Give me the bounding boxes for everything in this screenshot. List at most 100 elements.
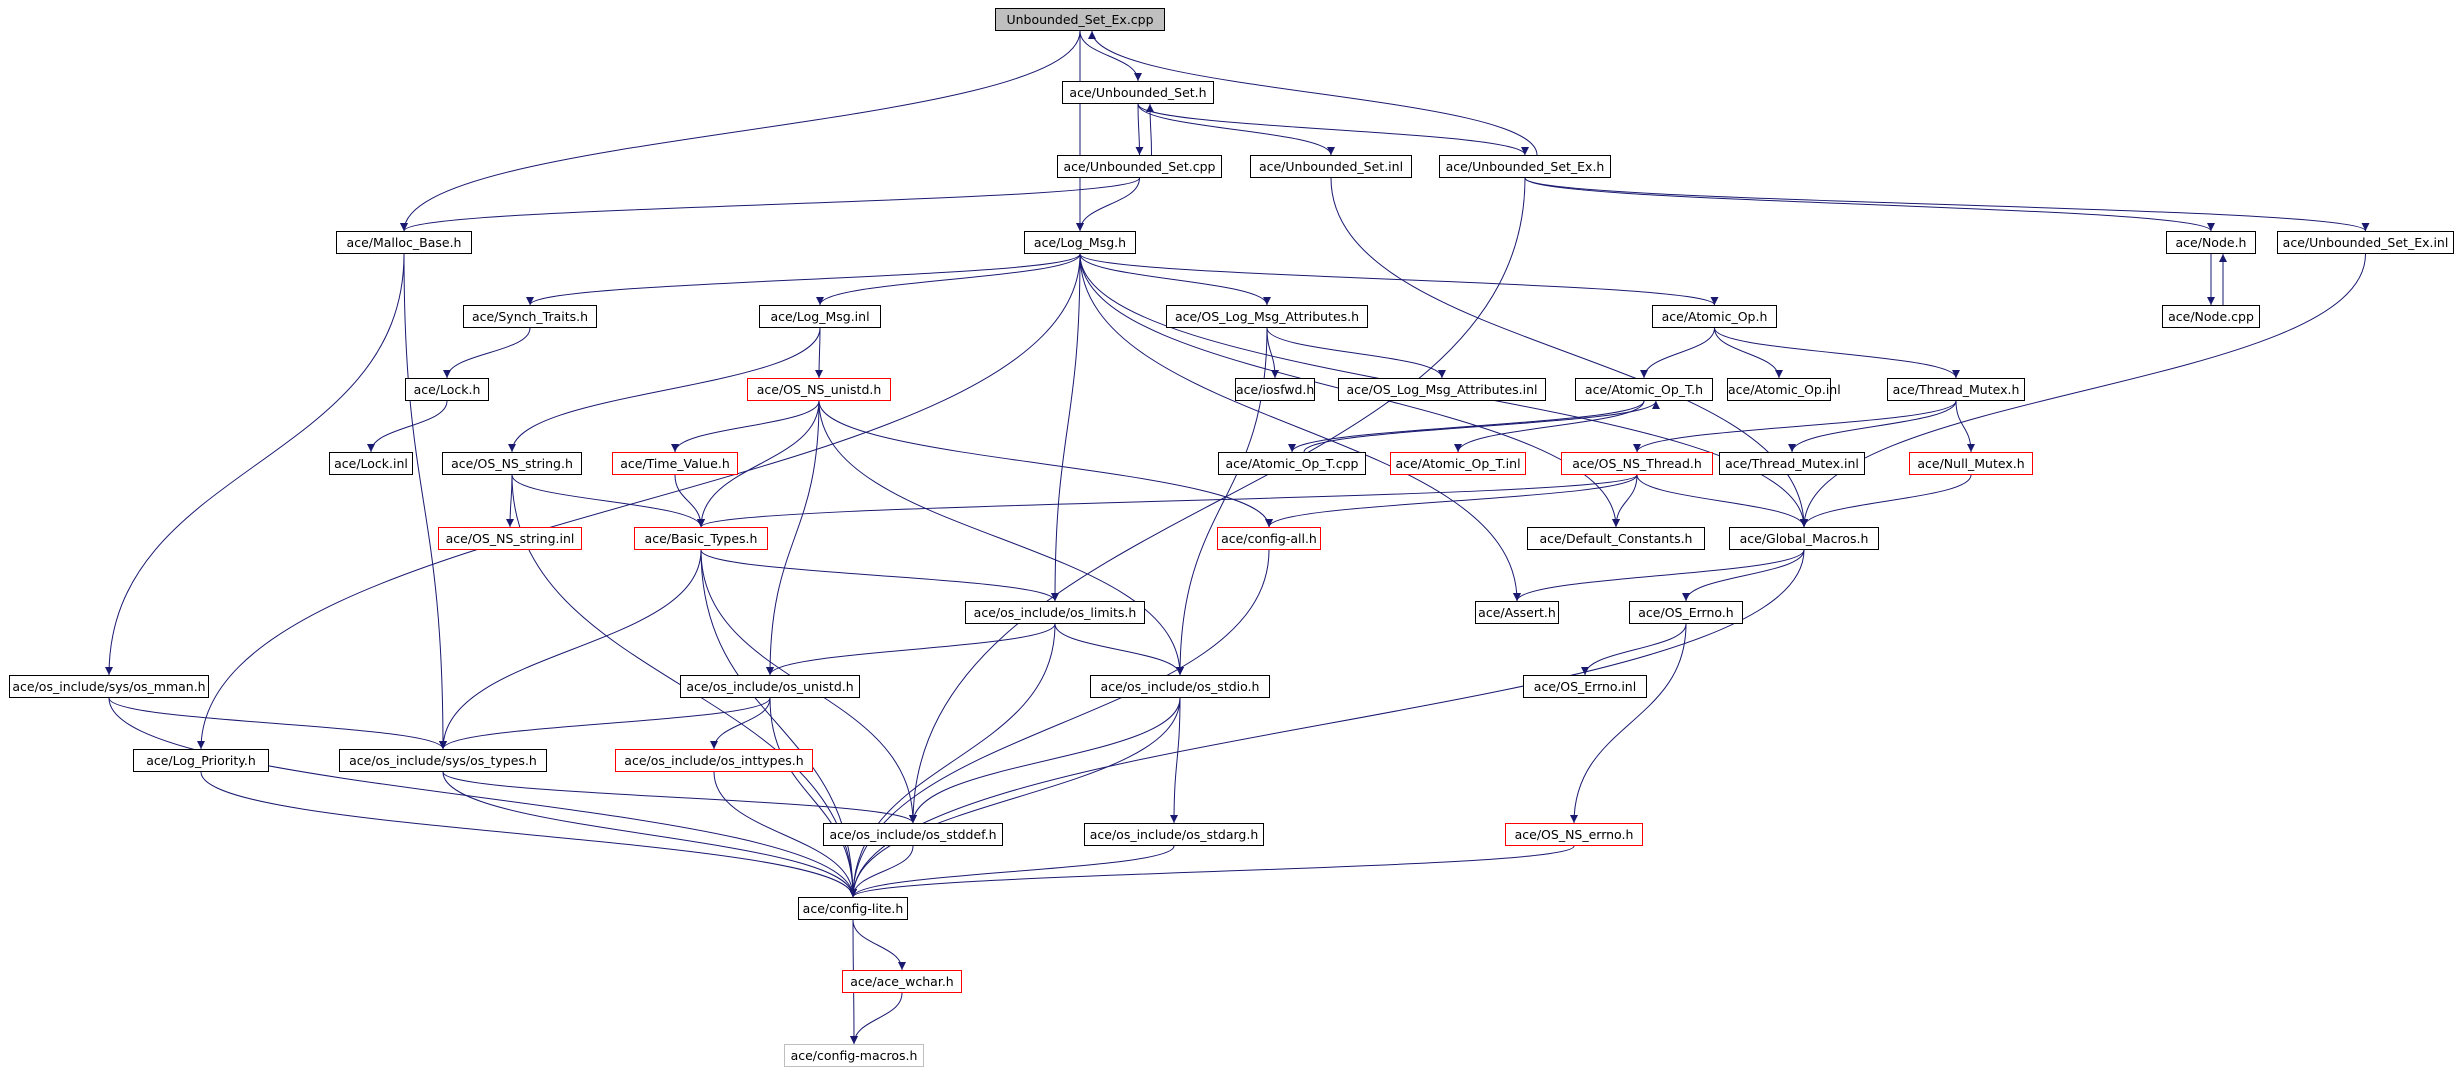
node-ace-config-all-h[interactable]: ace/config-all.h: [1217, 527, 1321, 550]
edge-n37-to-n42: [108, 697, 447, 750]
node-ace-os-include-os-unistd-h[interactable]: ace/os_include/os_unistd.h: [680, 675, 860, 698]
node-ace-synch-traits-h[interactable]: ace/Synch_Traits.h: [463, 305, 597, 328]
edge-n20-to-n27: [1788, 400, 1957, 453]
node-ace-os-include-os-stdio-h[interactable]: ace/os_include/os_stdio.h: [1090, 675, 1270, 698]
edge-n18-to-n24: [1288, 400, 1645, 453]
node-ace-log-msg-inl[interactable]: ace/Log_Msg.inl: [759, 305, 881, 328]
edge-n13-to-n18: [1640, 327, 1715, 379]
edge-n46-to-n47: [849, 845, 1575, 898]
node-ace-node-cpp[interactable]: ace/Node.cpp: [2162, 305, 2260, 328]
edge-n42-to-n44: [442, 771, 917, 824]
edge-n18-to-n25: [1454, 400, 1645, 453]
edge-n34-to-n38: [766, 623, 1056, 676]
edge-n20-to-n26: [1633, 400, 1957, 453]
node-ace-unbounded-set-h[interactable]: ace/Unbounded_Set.h: [1062, 81, 1214, 104]
edge-n26-to-n32: [1612, 474, 1638, 528]
edge-n36-to-n40: [1581, 623, 1687, 676]
node-ace-os-ns-unistd-h[interactable]: ace/OS_NS_unistd.h: [747, 378, 891, 401]
edge-n39-to-n45: [1170, 697, 1181, 824]
node-ace-lock-inl[interactable]: ace/Lock.inl: [329, 452, 413, 475]
edge-n38-to-n47: [769, 697, 857, 898]
edge-n11-to-n22: [508, 327, 821, 453]
edge-n6-to-n10: [526, 253, 1081, 306]
edge-n47-to-n48: [852, 919, 906, 971]
node-ace-os-log-msg-attributes-inl[interactable]: ace/OS_Log_Msg_Attributes.inl: [1338, 378, 1546, 401]
edge-n26-to-n33: [1636, 474, 1808, 528]
node-ace-atomic-op-inl[interactable]: ace/Atomic_Op.inl: [1727, 378, 1841, 401]
edge-n5-to-n42: [403, 253, 447, 750]
node-ace-default-constants-h[interactable]: ace/Default_Constants.h: [1527, 527, 1705, 550]
node-ace-time-value-h[interactable]: ace/Time_Value.h: [612, 452, 738, 475]
edge-n15-to-n31: [818, 400, 1273, 528]
node-ace-config-lite-h[interactable]: ace/config-lite.h: [798, 897, 908, 920]
node-ace-os-log-msg-attributes-h[interactable]: ace/OS_Log_Msg_Attributes.h: [1166, 305, 1368, 328]
edge-n15-to-n39: [818, 400, 1184, 676]
node-ace-os-include-sys-os-types-h[interactable]: ace/os_include/sys/os_types.h: [339, 749, 547, 772]
edge-n6-to-n34: [1051, 253, 1081, 602]
edge-n38-to-n43: [710, 697, 771, 750]
edge-n42-to-n47: [442, 771, 857, 898]
node-ace-unbounded-set-inl[interactable]: ace/Unbounded_Set.inl: [1250, 155, 1412, 178]
node-ace-unbounded-set-ex-h[interactable]: ace/Unbounded_Set_Ex.h: [1439, 155, 1611, 178]
edge-n23-to-n30: [674, 474, 705, 528]
node-ace-config-macros-h: ace/config-macros.h: [784, 1044, 924, 1067]
edge-n11-to-n15: [815, 327, 824, 379]
node-ace-iosfwd-h[interactable]: ace/iosfwd.h: [1235, 378, 1315, 401]
edge-n30-to-n42: [439, 549, 702, 750]
edge-n33-to-n36: [1682, 549, 1805, 602]
edge-n37-to-n47: [108, 697, 857, 898]
node-ace-os-errno-inl[interactable]: ace/OS_Errno.inl: [1523, 675, 1647, 698]
edge-n48-to-n49: [850, 992, 903, 1045]
edge-n1-to-n2: [1135, 103, 1144, 156]
edge-n6-to-n11: [816, 253, 1081, 306]
node-ace-atomic-op-t-h[interactable]: ace/Atomic_Op_T.h: [1575, 378, 1713, 401]
node-ace-os-ns-string-inl[interactable]: ace/OS_NS_string.inl: [438, 527, 582, 550]
edge-n1-to-n4: [1137, 103, 1529, 156]
node-ace-os-include-os-limits-h[interactable]: ace/os_include/os_limits.h: [965, 601, 1145, 624]
edge-n34-to-n47: [849, 623, 1056, 898]
node-ace-malloc-base-h[interactable]: ace/Malloc_Base.h: [336, 231, 472, 254]
node-ace-os-ns-thread-h[interactable]: ace/OS_NS_Thread.h: [1561, 452, 1713, 475]
edge-n6-to-n13: [1079, 253, 1719, 306]
edge-n26-to-n31: [1265, 474, 1638, 528]
node-ace-lock-h[interactable]: ace/Lock.h: [405, 378, 489, 401]
edge-n20-to-n28: [1955, 400, 1975, 453]
edge-n4-to-n44: [909, 177, 1526, 824]
edge-n38-to-n42: [439, 697, 771, 750]
node-ace-thread-mutex-h[interactable]: ace/Thread_Mutex.h: [1887, 378, 2025, 401]
edge-n0-to-n1: [1079, 30, 1142, 82]
node-ace-unbounded-set-cpp[interactable]: ace/Unbounded_Set.cpp: [1057, 155, 1222, 178]
edge-n13-to-n20: [1714, 327, 1960, 379]
edge-n8-to-n33: [1800, 253, 2366, 528]
node-ace-os-include-os-stdarg-h[interactable]: ace/os_include/os_stdarg.h: [1084, 823, 1264, 846]
edge-n45-to-n47: [849, 845, 1175, 898]
node-ace-os-include-sys-os-mman-h[interactable]: ace/os_include/sys/os_mman.h: [9, 675, 209, 698]
node-ace-atomic-op-h[interactable]: ace/Atomic_Op.h: [1652, 305, 1777, 328]
edge-n6-to-n35: [1079, 253, 1521, 602]
node-unbounded-set-ex-cpp: Unbounded_Set_Ex.cpp: [995, 8, 1165, 31]
node-ace-os-ns-string-h[interactable]: ace/OS_NS_string.h: [442, 452, 582, 475]
node-ace-thread-mutex-inl[interactable]: ace/Thread_Mutex.inl: [1719, 452, 1865, 475]
node-ace-log-msg-h[interactable]: ace/Log_Msg.h: [1024, 231, 1136, 254]
edge-n13-to-n19: [1714, 327, 1783, 379]
edge-n33-to-n35: [1513, 549, 1805, 602]
node-ace-ace-wchar-h[interactable]: ace/ace_wchar.h: [842, 970, 962, 993]
node-ace-atomic-op-t-cpp[interactable]: ace/Atomic_Op_T.cpp: [1218, 452, 1366, 475]
node-ace-basic-types-h[interactable]: ace/Basic_Types.h: [634, 527, 768, 550]
node-ace-os-include-os-stddef-h[interactable]: ace/os_include/os_stddef.h: [823, 823, 1003, 846]
edge-n39-to-n44: [909, 697, 1181, 824]
edge-n0-to-n5: [400, 30, 1081, 232]
node-ace-null-mutex-h[interactable]: ace/Null_Mutex.h: [1909, 452, 2033, 475]
node-ace-log-priority-h[interactable]: ace/Log_Priority.h: [133, 749, 269, 772]
node-ace-node-h[interactable]: ace/Node.h: [2166, 231, 2256, 254]
node-ace-atomic-op-t-inl[interactable]: ace/Atomic_Op_T.inl: [1390, 452, 1526, 475]
node-ace-unbounded-set-ex-inl[interactable]: ace/Unbounded_Set_Ex.inl: [2277, 231, 2454, 254]
node-ace-assert-h[interactable]: ace/Assert.h: [1475, 601, 1559, 624]
node-ace-os-include-os-inttypes-h[interactable]: ace/os_include/os_inttypes.h: [615, 749, 813, 772]
edge-n5-to-n37: [105, 253, 405, 676]
node-ace-os-errno-h[interactable]: ace/OS_Errno.h: [1629, 601, 1743, 624]
edge-n15-to-n30: [697, 400, 820, 528]
node-ace-os-ns-errno-h[interactable]: ace/OS_NS_errno.h: [1505, 823, 1643, 846]
node-ace-global-macros-h[interactable]: ace/Global_Macros.h: [1729, 527, 1879, 550]
